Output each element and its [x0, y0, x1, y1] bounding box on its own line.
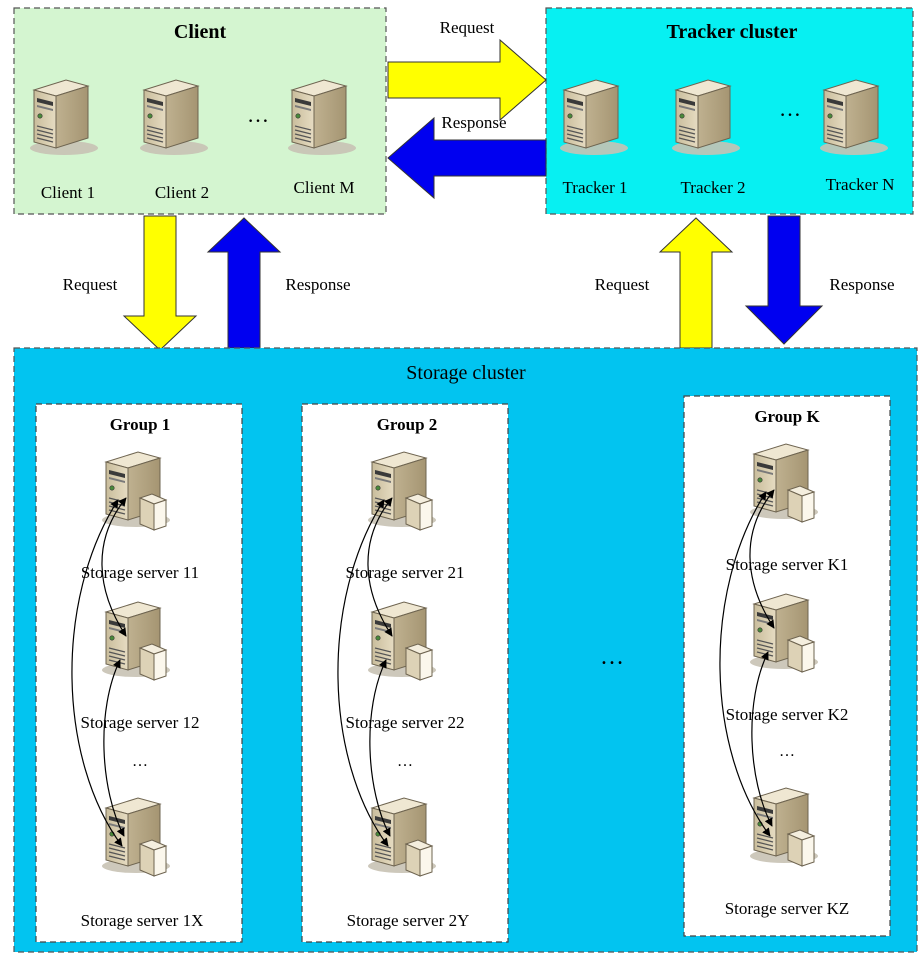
group-2-replication-arcs	[337, 497, 393, 847]
tracker-2-icon	[671, 79, 741, 156]
storage-to-client-response-label: Response	[285, 275, 350, 294]
storage-to-tracker-request-arrow	[658, 217, 734, 349]
group-k-title: Group K	[754, 407, 820, 426]
tracker-to-client-response-arrow	[387, 116, 547, 200]
tracker-n-label: Tracker N	[826, 175, 895, 194]
group-2-box: Group 2 Storage server 21 Storage server…	[301, 403, 509, 943]
storage-to-client-response-arrow	[206, 217, 282, 349]
group-2-ellipsis: …	[397, 753, 413, 770]
tracker-1-label: Tracker 1	[563, 178, 628, 197]
storage-server-k2-label: Storage server K2	[726, 705, 849, 724]
group-k-box: Group K Storage server K1 Storage server…	[683, 395, 891, 937]
client-m-icon	[287, 79, 357, 156]
client-box: Client … Client 1 Client 2 Client M	[13, 7, 387, 215]
group-2-title: Group 2	[377, 415, 438, 434]
client-ellipsis: …	[247, 102, 269, 127]
group-1-box: Group 1 Storage server 11 Storage server…	[35, 403, 243, 943]
storage-server-k1-label: Storage server K1	[726, 555, 849, 574]
storage-server-22-label: Storage server 22	[346, 713, 465, 732]
client-to-tracker-request-arrow	[387, 38, 547, 122]
disk-icon	[405, 643, 433, 681]
storage-server-kz-label: Storage server KZ	[725, 899, 850, 918]
disk-icon	[139, 493, 167, 531]
client-to-storage-request-arrow	[122, 215, 198, 351]
group-1-title: Group 1	[110, 415, 171, 434]
disk-icon	[787, 635, 815, 673]
disk-icon	[139, 643, 167, 681]
storage-server-2y-label: Storage server 2Y	[347, 911, 470, 930]
storage-server-21-label: Storage server 21	[346, 563, 465, 582]
storage-cluster-title: Storage cluster	[406, 362, 526, 384]
client-2-label: Client 2	[155, 183, 209, 202]
tracker-title: Tracker cluster	[667, 21, 798, 43]
storage-server-1x-label: Storage server 1X	[81, 911, 204, 930]
tracker-ellipsis: …	[779, 96, 801, 121]
client-title: Client	[174, 21, 227, 43]
storage-server-11-label: Storage server 11	[81, 563, 199, 582]
client-to-tracker-request-label: Request	[440, 18, 495, 37]
group-k-replication-arcs	[719, 489, 775, 837]
group-1-ellipsis: …	[132, 753, 148, 770]
group-1-replication-arcs	[71, 497, 127, 847]
disk-icon	[405, 493, 433, 531]
tracker-2-label: Tracker 2	[681, 178, 746, 197]
client-2-icon	[139, 79, 209, 156]
tracker-to-storage-response-arrow	[744, 215, 824, 345]
client-m-label: Client M	[294, 178, 355, 197]
client-1-label: Client 1	[41, 183, 95, 202]
tracker-to-storage-response-label: Response	[829, 275, 894, 294]
tracker-to-client-response-label: Response	[441, 113, 506, 132]
disk-icon	[787, 485, 815, 523]
storage-groups-ellipsis: …	[600, 644, 624, 670]
tracker-n-icon	[819, 79, 889, 156]
tracker-box: Tracker cluster … Tracker 1 Tracker 2 Tr…	[545, 7, 914, 215]
tracker-1-icon	[559, 79, 629, 156]
client-1-icon	[29, 79, 99, 156]
storage-to-tracker-request-label: Request	[595, 275, 650, 294]
client-to-storage-request-label: Request	[63, 275, 118, 294]
group-k-ellipsis: …	[779, 743, 795, 760]
storage-server-12-label: Storage server 12	[81, 713, 200, 732]
disk-icon	[139, 839, 167, 877]
disk-icon	[405, 839, 433, 877]
disk-icon	[787, 829, 815, 867]
